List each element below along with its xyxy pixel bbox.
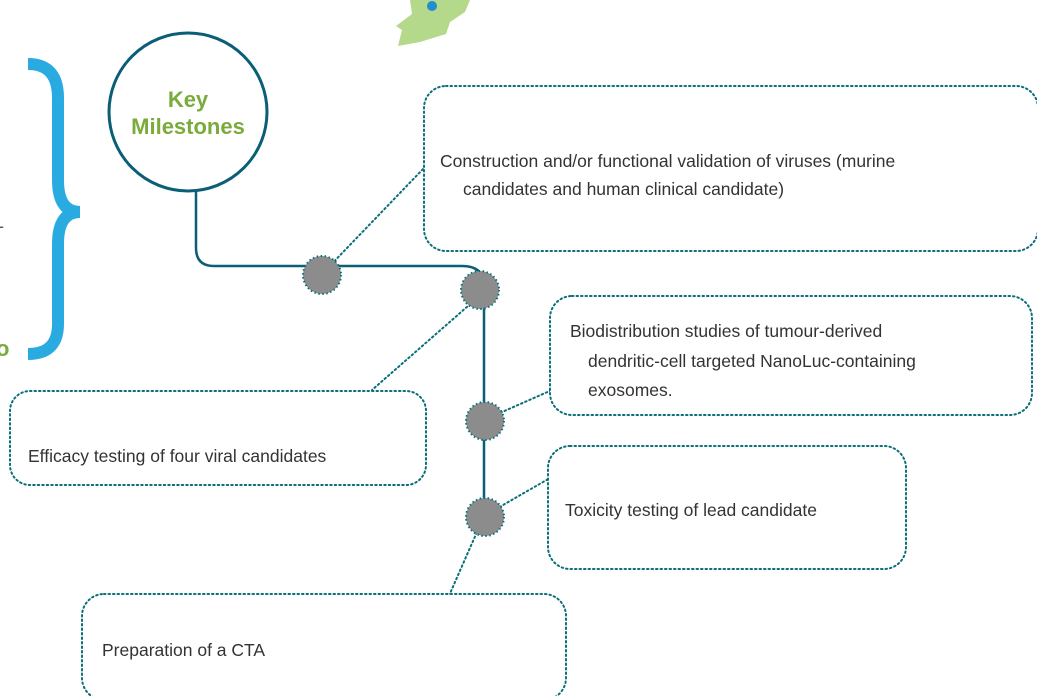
heading-line-1: Key xyxy=(168,87,209,112)
milestone-box-3: Biodistribution studies of tumour-derive… xyxy=(549,295,1033,416)
milestone-3-line-1: Biodistribution studies of tumour-derive… xyxy=(570,321,882,341)
milestone-node-3 xyxy=(465,401,505,441)
milestone-box-5: Preparation of a CTA xyxy=(81,593,567,696)
milestone-5-line-1: Preparation of a CTA xyxy=(102,640,265,660)
key-milestones-circle: Key Milestones xyxy=(107,31,269,193)
milestone-box-4: Toxicity testing of lead candidate xyxy=(547,445,907,570)
milestone-node-1 xyxy=(302,255,342,295)
curly-brace xyxy=(27,58,81,360)
cropped-dash: - xyxy=(0,216,4,236)
connector-2 xyxy=(371,291,485,391)
cropped-letter: o xyxy=(0,336,9,361)
connector-1 xyxy=(321,167,425,275)
milestone-3-line-3: exosomes. xyxy=(588,380,673,400)
milestone-node-4 xyxy=(465,497,505,537)
milestone-4-line-1: Toxicity testing of lead candidate xyxy=(565,500,817,520)
map-location-marker xyxy=(427,1,437,11)
milestone-1-line-1: Construction and/or functional validatio… xyxy=(440,151,895,171)
connector-3 xyxy=(483,389,553,421)
milestone-3-line-2: dendritic-cell targeted NanoLuc-containi… xyxy=(588,351,916,371)
heading-line-2: Milestones xyxy=(131,114,245,139)
milestone-node-2 xyxy=(460,270,500,310)
milestone-box-2: Efficacy testing of four viral candidate… xyxy=(9,390,427,486)
milestone-1-line-2: candidates and human clinical candidate) xyxy=(463,179,784,199)
map-fragment xyxy=(396,0,470,46)
milestone-2-line-1: Efficacy testing of four viral candidate… xyxy=(28,446,327,466)
milestone-box-1: Construction and/or functional validatio… xyxy=(423,85,1037,252)
